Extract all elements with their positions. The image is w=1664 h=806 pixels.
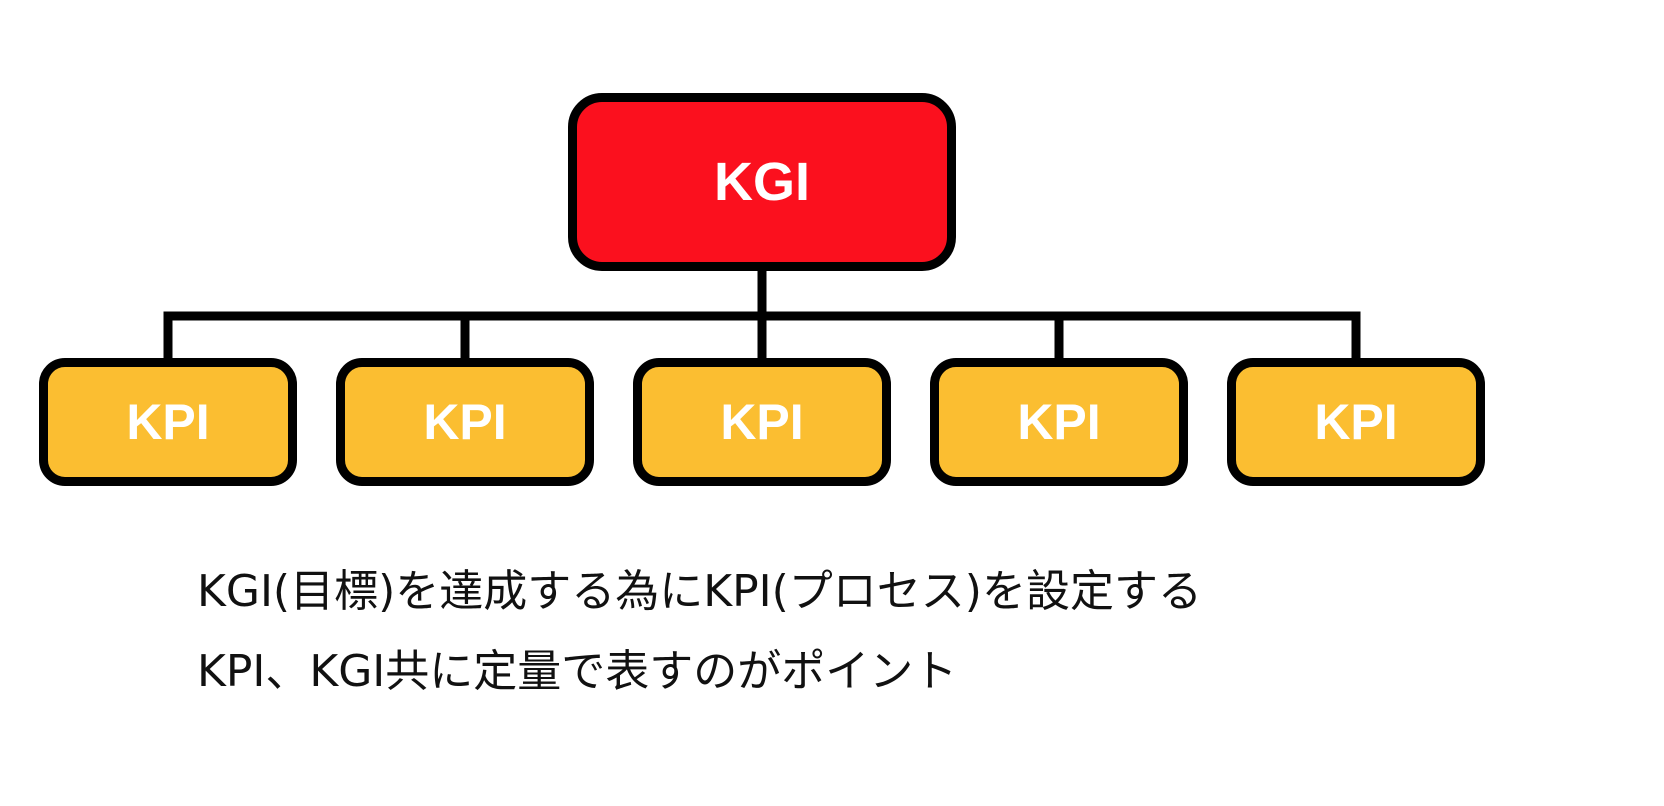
caption-line-2: KPI、KGI共に定量で表すのがポイント	[197, 646, 958, 697]
kpi-node-label: KPI	[1017, 394, 1101, 450]
kgi-node-label: KGI	[713, 152, 810, 212]
kpi-node-4: KPI	[930, 358, 1188, 486]
kpi-node-label: KPI	[1314, 394, 1398, 450]
kpi-node-1: KPI	[39, 358, 297, 486]
kpi-node-label: KPI	[720, 394, 804, 450]
kgi-node: KGI	[568, 93, 956, 271]
kpi-node-2: KPI	[336, 358, 594, 486]
kpi-node-3: KPI	[633, 358, 891, 486]
caption-line-1: KGI(目標)を達成する為にKPI(プロセス)を設定する	[197, 566, 1202, 617]
kpi-node-label: KPI	[423, 394, 507, 450]
kpi-node-5: KPI	[1227, 358, 1485, 486]
kpi-node-label: KPI	[126, 394, 210, 450]
